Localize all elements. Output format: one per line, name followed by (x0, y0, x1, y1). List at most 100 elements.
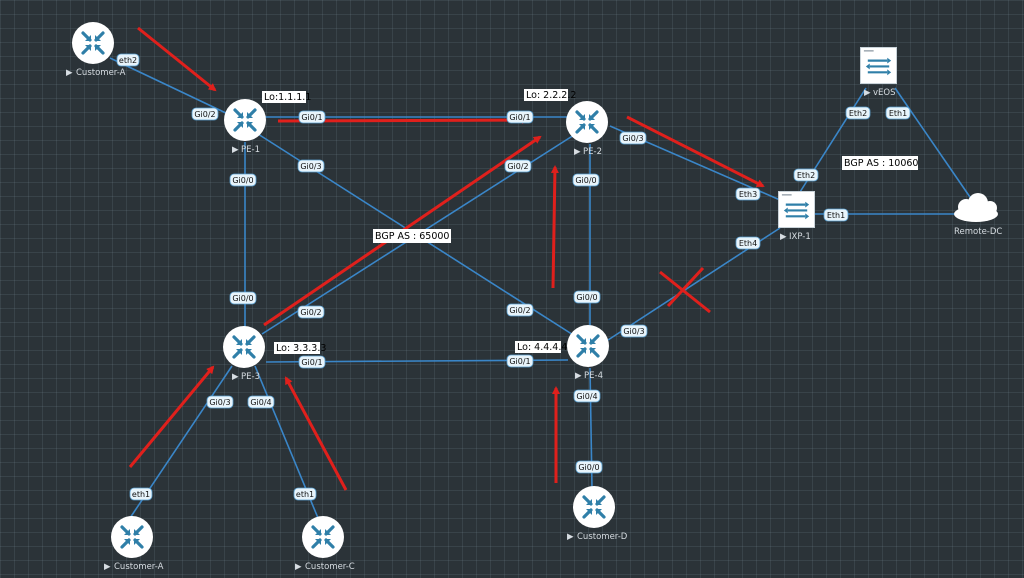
iface-label: Gi0/4 (247, 395, 275, 409)
play-icon: ▶ (232, 372, 239, 382)
play-icon: ▶ (780, 232, 787, 242)
svg-text:Gi0/1: Gi0/1 (301, 113, 322, 122)
svg-text:Gi0/1: Gi0/1 (301, 358, 322, 367)
iface-label: Gi0/0 (575, 460, 603, 474)
loopback-note-pe1: Lo:1.1.1.1 (262, 91, 311, 103)
iface-label: Gi0/3 (206, 395, 234, 409)
arrow-custA-to-pe1 (137, 26, 217, 92)
svg-text:Gi0/1: Gi0/1 (509, 357, 530, 366)
svg-text:Gi0/2: Gi0/2 (194, 110, 215, 119)
iface-label: eth1 (293, 487, 317, 501)
switch-icon (778, 191, 815, 228)
iface-label: eth1 (129, 487, 153, 501)
svg-text:Gi0/2: Gi0/2 (509, 306, 530, 315)
iface-label: Gi0/4 (573, 389, 601, 403)
iface-label: Gi0/2 (506, 303, 534, 317)
node-customer-a-top[interactable]: ▶ Customer-A (66, 21, 126, 78)
svg-text:Gi0/1: Gi0/1 (509, 113, 530, 122)
play-icon: ▶ (104, 562, 111, 572)
node-label: PE-2 (583, 147, 602, 157)
svg-text:BGP AS : 10060: BGP AS : 10060 (844, 158, 918, 169)
svg-text:Gi0/0: Gi0/0 (232, 176, 253, 185)
iface-label: Gi0/1 (506, 354, 534, 368)
arrow-custA-to-pe3 (128, 365, 215, 468)
iface-label: Gi0/1 (298, 110, 326, 124)
svg-text:Eth1: Eth1 (827, 211, 845, 220)
loopback-note-pe4: Lo: 4.4.4.4 (515, 341, 567, 353)
node-pe4[interactable]: ▶ PE-4 (566, 324, 610, 381)
iface-label: Gi0/2 (297, 305, 325, 319)
iface-label: Gi0/0 (573, 290, 601, 304)
text-notes: Lo:1.1.1.1 Lo: 2.2.2.2 Lo: 3.3.3.3 Lo: 4… (262, 89, 918, 354)
node-customer-a-bottom[interactable]: ▶ Customer-A (104, 515, 164, 572)
cloud-icon (954, 193, 998, 222)
node-label: Remote-DC (954, 227, 1002, 237)
router-icon (301, 515, 345, 559)
play-icon: ▶ (66, 68, 73, 78)
router-icon (572, 485, 616, 529)
iface-label: Eth2 (793, 168, 819, 182)
node-ixp1[interactable]: ▶ IXP-1 (778, 191, 815, 242)
svg-text:BGP AS : 65000: BGP AS : 65000 (375, 231, 449, 242)
node-remote-dc[interactable]: Remote-DC (954, 193, 1002, 237)
node-label: PE-3 (241, 372, 260, 382)
svg-text:Eth2: Eth2 (849, 109, 867, 118)
arrow-pe2-to-ixp1 (626, 115, 765, 188)
svg-text:Gi0/4: Gi0/4 (576, 392, 597, 401)
node-label: PE-1 (241, 145, 260, 155)
svg-text:Eth4: Eth4 (739, 239, 757, 248)
iface-label: eth2 (116, 53, 140, 67)
svg-text:Lo: 3.3.3.3: Lo: 3.3.3.3 (276, 343, 326, 354)
play-icon: ▶ (567, 532, 574, 542)
play-icon: ▶ (575, 371, 582, 381)
svg-text:Gi0/3: Gi0/3 (622, 134, 643, 143)
interface-labels: eth2 Gi0/2 Gi0/1 Gi0/3 Gi0/0 Gi0/1 Gi0/3… (116, 53, 911, 501)
iface-label: Eth2 (845, 106, 871, 120)
node-label: Customer-C (305, 562, 355, 572)
link-custA-pe1 (109, 57, 229, 115)
node-label: vEOS (873, 88, 896, 98)
iface-label: Gi0/3 (297, 159, 325, 173)
svg-text:Lo: 2.2.2.2: Lo: 2.2.2.2 (526, 90, 576, 101)
svg-text:eth1: eth1 (132, 490, 150, 499)
link-down-x-mark (659, 266, 711, 314)
svg-text:Lo: 4.4.4.4: Lo: 4.4.4.4 (517, 342, 567, 353)
arrow-pe4-to-pe2 (550, 165, 559, 289)
node-pe1[interactable]: ▶ PE-1 (223, 98, 267, 155)
iface-label: Gi0/1 (298, 355, 326, 369)
router-icon (223, 98, 267, 142)
bgp-as-note-10060: BGP AS : 10060 (842, 156, 918, 170)
loopback-note-pe2: Lo: 2.2.2.2 (524, 89, 576, 101)
iface-label: Gi0/0 (572, 173, 600, 187)
svg-text:Eth2: Eth2 (797, 171, 815, 180)
play-icon: ▶ (864, 88, 871, 98)
play-icon: ▶ (295, 562, 302, 572)
node-label: PE-4 (584, 371, 603, 381)
iface-label: Eth1 (885, 106, 911, 120)
iface-label: Eth3 (735, 187, 761, 201)
arrow-custC-to-pe3 (284, 376, 348, 491)
iface-label: Gi0/2 (191, 107, 219, 121)
router-icon (566, 324, 610, 368)
node-veos[interactable]: ▶ vEOS (860, 47, 897, 98)
iface-label: Gi0/2 (504, 159, 532, 173)
iface-label: Gi0/0 (229, 291, 257, 305)
iface-label: Eth4 (735, 236, 761, 250)
node-label: Customer-A (114, 562, 164, 572)
svg-text:Gi0/0: Gi0/0 (232, 294, 253, 303)
node-customer-c[interactable]: ▶ Customer-C (295, 515, 355, 572)
svg-text:Gi0/4: Gi0/4 (250, 398, 271, 407)
svg-text:Gi0/0: Gi0/0 (576, 293, 597, 302)
node-customer-d[interactable]: ▶ Customer-D (567, 485, 628, 542)
annotations (128, 26, 765, 491)
svg-text:Eth1: Eth1 (889, 109, 907, 118)
svg-text:eth1: eth1 (296, 490, 314, 499)
svg-text:Gi0/0: Gi0/0 (578, 463, 599, 472)
iface-label: Gi0/3 (620, 324, 648, 338)
svg-text:Gi0/3: Gi0/3 (300, 162, 321, 171)
node-pe2[interactable]: ▶ PE-2 (565, 100, 609, 157)
node-pe3[interactable]: ▶ PE-3 (222, 325, 266, 382)
iface-label: Eth1 (823, 208, 849, 222)
iface-label: Gi0/3 (619, 131, 647, 145)
